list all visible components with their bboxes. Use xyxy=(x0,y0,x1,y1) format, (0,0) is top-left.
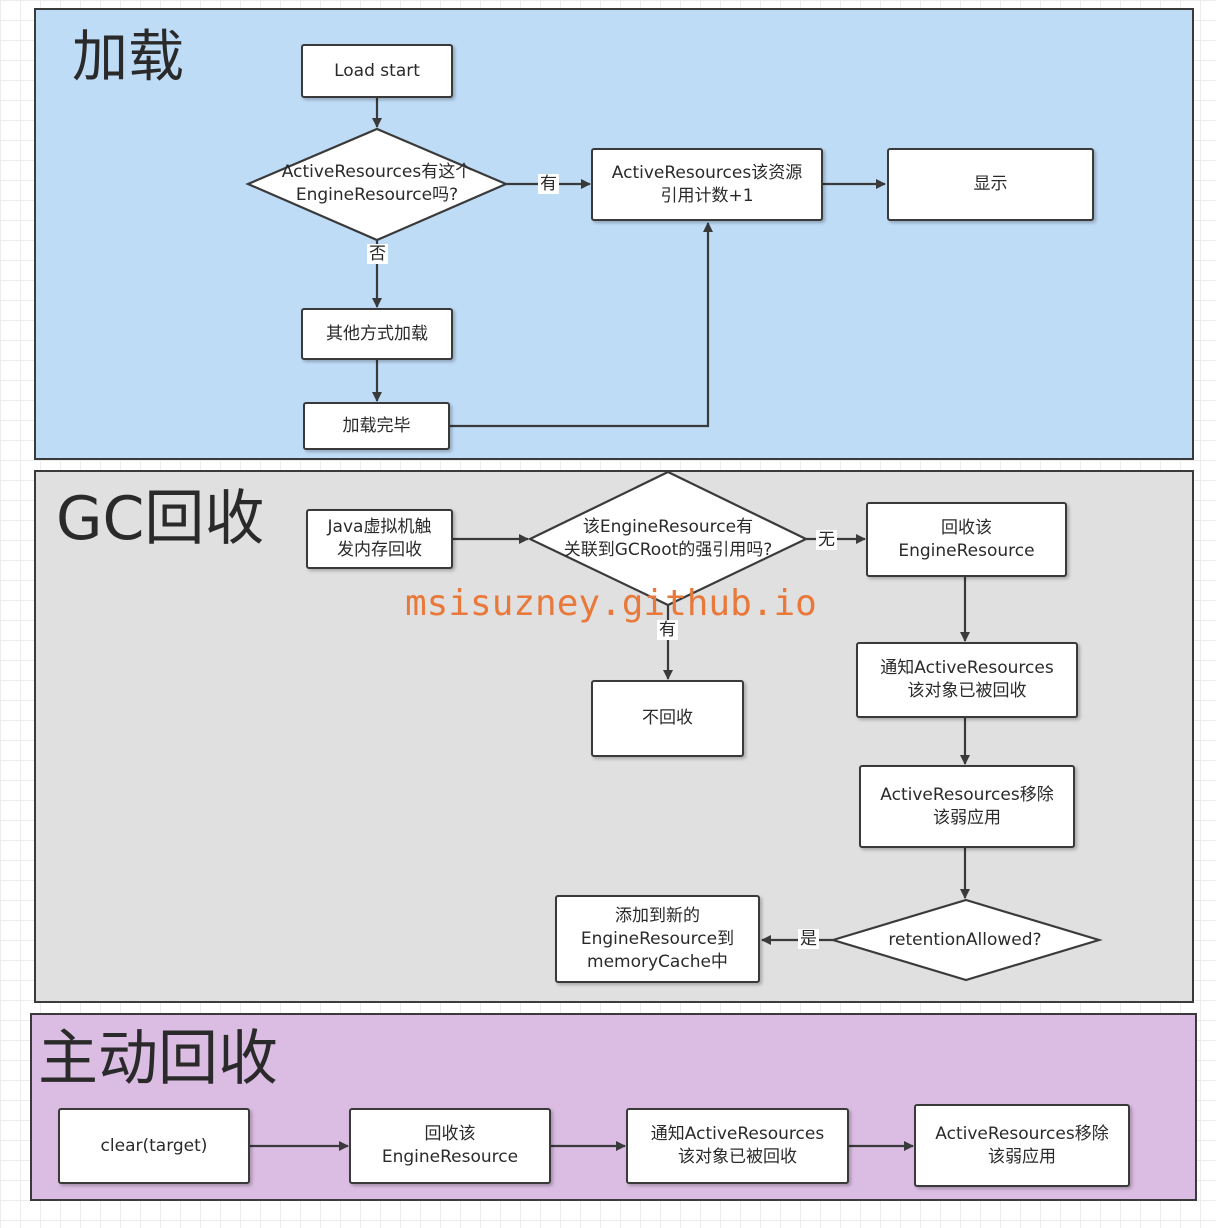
edge-label-is: 是 xyxy=(798,929,819,949)
load-start-node: Load start xyxy=(301,44,453,98)
gc-add-cache-node: 添加到新的 EngineResource到 memoryCache中 xyxy=(555,895,760,983)
edge-label-has: 有 xyxy=(657,620,678,640)
watermark-text: msisuzney.github.io xyxy=(405,583,817,624)
load-done-node: 加载完毕 xyxy=(303,402,450,450)
gc-recycle-node: 回收该 EngineResource xyxy=(866,502,1067,577)
active-remove-node: ActiveResources移除 该弱应用 xyxy=(914,1104,1130,1187)
section-load xyxy=(34,8,1194,460)
edge-label-no: 否 xyxy=(367,244,388,264)
edge-label-yes: 有 xyxy=(538,174,559,194)
load-refcount-node: ActiveResources该资源 引用计数+1 xyxy=(591,148,823,221)
section-title-load: 加载 xyxy=(72,25,184,90)
load-display-node: 显示 xyxy=(887,148,1094,221)
gc-retention-text: retentionAllowed? xyxy=(888,929,1042,950)
edge-done-to-refcount xyxy=(450,222,713,428)
gc-check-diamond xyxy=(527,470,809,607)
section-title-active: 主动回收 xyxy=(38,1024,278,1094)
gc-trigger-node: Java虚拟机触 发内存回收 xyxy=(306,509,453,569)
gc-no-recycle-node: 不回收 xyxy=(591,680,744,757)
load-check-text: ActiveResources有这个 EngineResource吗? xyxy=(281,162,473,205)
gc-check-text: 该EngineResource有 关联到GCRoot的强引用吗? xyxy=(563,517,773,560)
section-title-gc: GC回收 xyxy=(56,484,265,554)
edge-label-none: 无 xyxy=(816,530,837,550)
active-recycle-node: 回收该 EngineResource xyxy=(349,1108,551,1184)
active-notify-node: 通知ActiveResources 该对象已被回收 xyxy=(626,1108,849,1184)
load-other-node: 其他方式加载 xyxy=(301,308,453,360)
retention-diamond xyxy=(829,898,1103,982)
gc-remove-node: ActiveResources移除 该弱应用 xyxy=(859,765,1075,848)
active-clear-node: clear(target) xyxy=(58,1108,250,1184)
load-check-diamond xyxy=(245,127,509,242)
gc-notify-node: 通知ActiveResources 该对象已被回收 xyxy=(856,642,1078,718)
